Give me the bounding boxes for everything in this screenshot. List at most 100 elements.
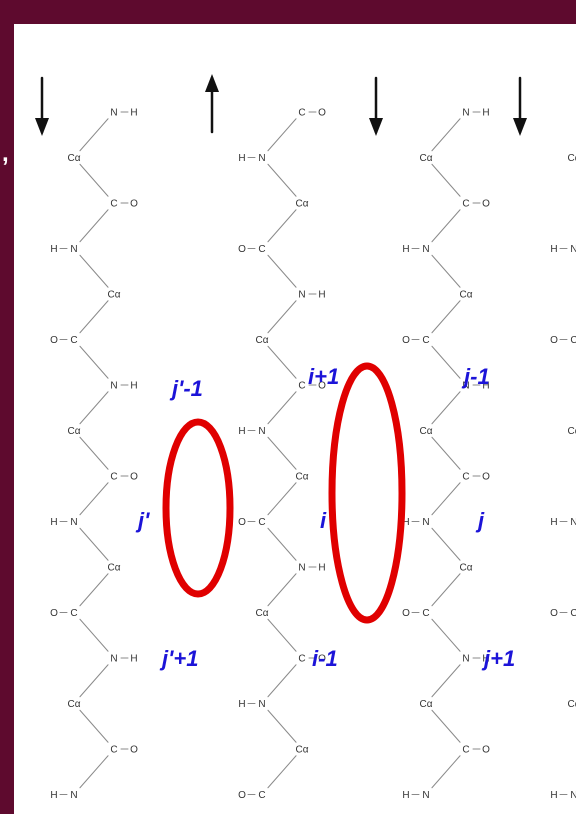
nitrogen-atom: N bbox=[110, 108, 117, 119]
residue-label-i-1: i-1 bbox=[312, 646, 338, 671]
backbone-bond bbox=[431, 618, 461, 652]
carbon-atom: C bbox=[422, 608, 429, 619]
hydrogen-atom: H bbox=[402, 244, 409, 255]
residue-label-j+1: j+1 bbox=[481, 646, 515, 671]
backbone-bond bbox=[267, 209, 297, 243]
carbon-atom: C bbox=[462, 745, 469, 756]
carbon-atom: C bbox=[258, 517, 265, 528]
alpha-carbon-atom: Cα bbox=[567, 426, 576, 437]
oxygen-atom: O bbox=[130, 199, 138, 210]
nitrogen-atom: N bbox=[422, 517, 429, 528]
carbon-atom: C bbox=[110, 472, 117, 483]
oxygen-atom: O bbox=[318, 108, 326, 119]
backbone-bond bbox=[431, 391, 461, 425]
residue-label-i: i bbox=[320, 508, 327, 533]
alpha-carbon-atom: Cα bbox=[295, 472, 308, 483]
oxygen-atom: O bbox=[402, 608, 410, 619]
carbon-atom: C bbox=[462, 472, 469, 483]
backbone-bond bbox=[267, 254, 297, 288]
alpha-carbon-atom: Cα bbox=[67, 699, 80, 710]
backbone-bond bbox=[267, 618, 297, 652]
hydrogen-atom: H bbox=[318, 290, 325, 301]
oxygen-atom: O bbox=[238, 244, 246, 255]
highlight-ellipse bbox=[162, 418, 234, 598]
oxygen-atom: O bbox=[318, 381, 326, 392]
backbone-bond bbox=[431, 527, 461, 561]
oxygen-atom: O bbox=[50, 335, 58, 346]
nitrogen-atom: N bbox=[110, 654, 117, 665]
alpha-carbon-atom: Cα bbox=[107, 563, 120, 574]
backbone-bond bbox=[431, 755, 461, 789]
highlight-ellipse bbox=[328, 362, 406, 624]
residue-labels: j'-1j'j'+1i+1ii-1j-1jj+1 bbox=[135, 364, 515, 671]
backbone-bond bbox=[79, 709, 109, 743]
backbone-bond bbox=[431, 482, 461, 516]
alpha-carbon-atom: Cα bbox=[107, 290, 120, 301]
hydrogen-atom: H bbox=[550, 244, 557, 255]
arrow-down-icon bbox=[369, 118, 383, 136]
nitrogen-atom: N bbox=[298, 563, 305, 574]
backbone-bond bbox=[431, 300, 461, 334]
nitrogen-atom: N bbox=[422, 244, 429, 255]
backbone-bond bbox=[79, 254, 109, 288]
oxygen-atom: O bbox=[238, 517, 246, 528]
arrow-down-icon bbox=[35, 118, 49, 136]
alpha-carbon-atom: Cα bbox=[419, 426, 432, 437]
decorative-comma: , bbox=[2, 140, 9, 167]
oxygen-atom: O bbox=[482, 199, 490, 210]
nitrogen-atom: N bbox=[422, 790, 429, 801]
hydrogen-atom: H bbox=[482, 654, 489, 665]
oxygen-atom: O bbox=[402, 335, 410, 346]
residue-label-j: j bbox=[475, 508, 485, 533]
backbone-bond bbox=[267, 573, 297, 607]
hydrogen-atom: H bbox=[550, 790, 557, 801]
backbone-bond bbox=[267, 709, 297, 743]
residue-label-i+1: i+1 bbox=[308, 364, 339, 389]
hydrogen-atom: H bbox=[402, 517, 409, 528]
backbone-bond bbox=[431, 345, 461, 379]
nitrogen-atom: N bbox=[462, 108, 469, 119]
oxygen-atom: O bbox=[318, 654, 326, 665]
nitrogen-atom: N bbox=[298, 290, 305, 301]
carbon-atom: C bbox=[570, 335, 576, 346]
oxygen-atom: O bbox=[50, 608, 58, 619]
carbon-atom: C bbox=[422, 335, 429, 346]
nitrogen-atom: N bbox=[258, 699, 265, 710]
backbone-bond bbox=[267, 391, 297, 425]
carbon-atom: C bbox=[110, 199, 117, 210]
alpha-carbon-atom: Cα bbox=[67, 153, 80, 164]
backbone-bond bbox=[431, 209, 461, 243]
backbone-bonds bbox=[59, 111, 568, 795]
nitrogen-atom: N bbox=[570, 790, 576, 801]
backbone-bond bbox=[79, 436, 109, 470]
alpha-carbon-atom: Cα bbox=[567, 153, 576, 164]
hydrogen-atom: H bbox=[130, 108, 137, 119]
nitrogen-atom: N bbox=[258, 153, 265, 164]
hydrogen-atom: H bbox=[50, 790, 57, 801]
carbon-atom: C bbox=[258, 790, 265, 801]
nitrogen-atom: N bbox=[462, 381, 469, 392]
alpha-carbon-atom: Cα bbox=[295, 745, 308, 756]
carbon-atom: C bbox=[258, 244, 265, 255]
nitrogen-atom: N bbox=[570, 244, 576, 255]
oxygen-atom: O bbox=[550, 608, 558, 619]
backbone-bond bbox=[267, 345, 297, 379]
backbone-bond bbox=[267, 482, 297, 516]
backbone-bond bbox=[431, 573, 461, 607]
backbone-bond bbox=[79, 391, 109, 425]
hydrogen-atom: H bbox=[238, 699, 245, 710]
backbone-bond bbox=[267, 163, 297, 197]
hydrogen-atom: H bbox=[550, 517, 557, 528]
carbon-atom: C bbox=[110, 745, 117, 756]
carbon-atom: C bbox=[462, 199, 469, 210]
nitrogen-atom: N bbox=[462, 654, 469, 665]
hydrogen-atom: H bbox=[402, 790, 409, 801]
oxygen-atom: O bbox=[130, 472, 138, 483]
backbone-bond bbox=[431, 254, 461, 288]
backbone-bond bbox=[79, 527, 109, 561]
backbone-bond bbox=[79, 209, 109, 243]
carbon-atom: C bbox=[298, 654, 305, 665]
hydrogen-atom: H bbox=[130, 381, 137, 392]
